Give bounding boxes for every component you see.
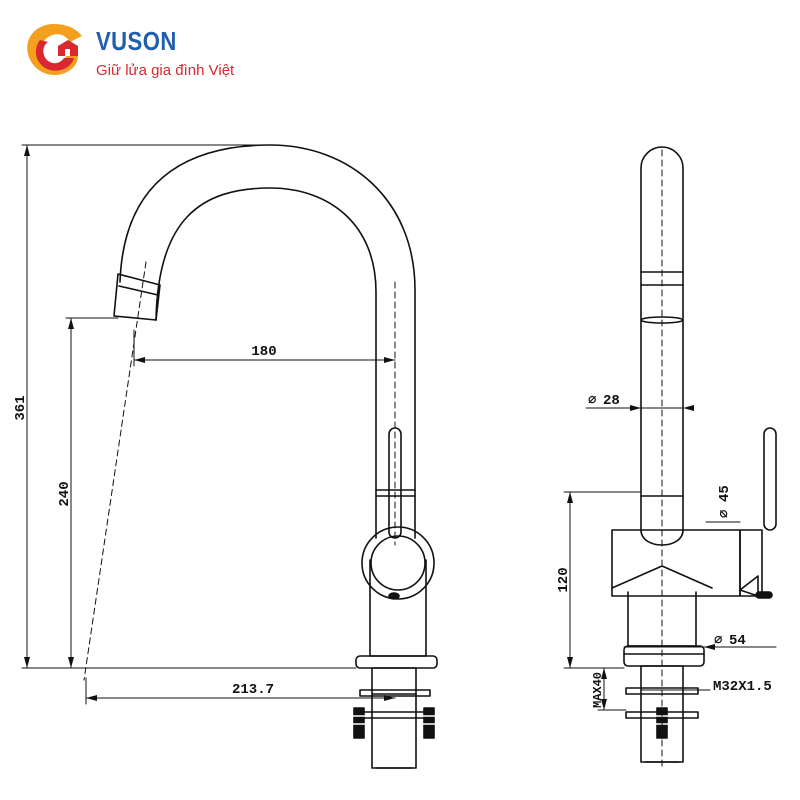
handle-disc-inner bbox=[370, 535, 426, 591]
dim-total-height: 361 bbox=[13, 395, 29, 420]
dim-base-reach: 213.7 bbox=[232, 682, 274, 698]
side-view bbox=[113, 144, 438, 769]
dim-body-diameter: 45 bbox=[717, 485, 733, 502]
front-view bbox=[611, 146, 777, 763]
brand-name: VUSON bbox=[96, 26, 177, 56]
vuson-logo: VUSON Giữ lửa gia đình Việt bbox=[18, 20, 258, 84]
dim-max-deck: MAX40 bbox=[591, 672, 605, 708]
front-body bbox=[611, 529, 741, 597]
handle-disc-outer bbox=[361, 526, 435, 600]
spout-tip bbox=[113, 273, 161, 321]
dim-thread: M32X1.5 bbox=[713, 679, 772, 695]
logo-mark-icon bbox=[27, 24, 82, 76]
dim-spout-height: 240 bbox=[57, 481, 73, 506]
front-pipe bbox=[640, 146, 684, 531]
dim-body-height: 120 bbox=[556, 567, 572, 592]
front-handle-stem bbox=[763, 427, 777, 531]
dimension-labels: 361 240 180 213.7 ∅ 28 ∅ 45 120 ∅ 54 MAX… bbox=[13, 344, 772, 708]
dim-pipe-diameter: 28 bbox=[603, 393, 620, 409]
faucet-body bbox=[369, 559, 427, 657]
spout-outer bbox=[119, 144, 416, 539]
dim-pipe-diameter-symbol: ∅ bbox=[588, 393, 597, 409]
base-plate bbox=[355, 655, 438, 669]
dim-base-diameter: 54 bbox=[729, 633, 746, 649]
spout-inner bbox=[155, 187, 377, 539]
brand-slogan: Giữ lửa gia đình Việt bbox=[96, 62, 235, 79]
dim-body-diameter-symbol: ∅ bbox=[717, 509, 733, 518]
dim-reach: 180 bbox=[251, 344, 276, 360]
dim-base-diameter-symbol: ∅ bbox=[714, 633, 723, 649]
